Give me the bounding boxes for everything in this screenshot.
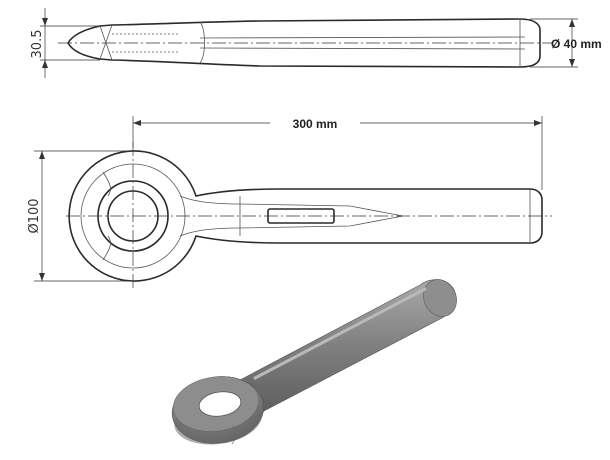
eye-diameter-arrow-top: [39, 151, 45, 159]
top-view: 300 mm Ø100: [27, 116, 552, 290]
side-diameter-arrow-bottom: [569, 59, 575, 67]
eye-flat-detail-bottom: [102, 235, 111, 261]
eye-diameter-arrow-bottom: [39, 273, 45, 281]
side-view-hatch: [112, 33, 180, 53]
length-arrow-left: [133, 120, 141, 126]
length-arrow-right: [534, 120, 542, 126]
side-view: 30.5 Ø 40 mm: [30, 8, 602, 78]
render-shank-highlight: [253, 287, 427, 380]
side-view-edge-line-1: [199, 21, 205, 64]
side-view-flat-line-2: [199, 47, 526, 50]
render-eye-seam: [231, 424, 236, 445]
side-diameter-arrow-top: [569, 19, 575, 27]
side-height-arrow-top: [42, 18, 48, 26]
side-view-outline: [67, 18, 541, 68]
render-eye-bore: [198, 391, 242, 417]
side-view-inner-line-bottom: [99, 24, 113, 60]
top-view-outline: [68, 150, 543, 282]
length-label: 300 mm: [293, 117, 338, 131]
eye-flat-detail-top: [102, 171, 111, 197]
render-3d: [171, 279, 457, 445]
eye-neck-detail-top: [179, 195, 241, 205]
eye-diameter-label: Ø100: [27, 198, 42, 233]
side-diameter-label: Ø 40 mm: [551, 37, 602, 51]
side-height-arrow-bottom: [42, 60, 48, 68]
side-view-flat-line-1: [199, 36, 526, 39]
side-height-label: 30.5: [30, 30, 45, 59]
render-shank-end: [423, 279, 457, 317]
eye-neck-detail-bottom: [179, 227, 241, 237]
